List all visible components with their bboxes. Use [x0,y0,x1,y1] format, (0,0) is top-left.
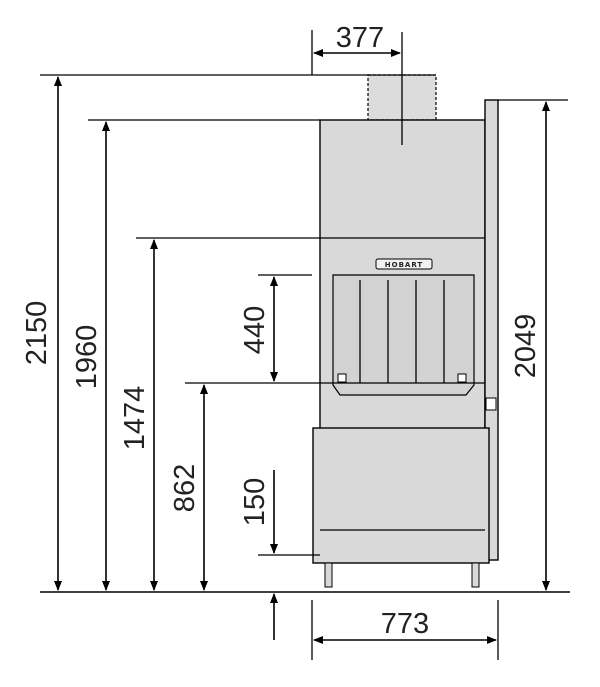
dim-label-side-height: 2049 [510,314,542,379]
rack-bracket-left [337,373,347,383]
dim-label-door-opening: 440 [239,306,271,354]
dim-label-hood-height: 1960 [71,325,103,390]
door-latch [485,397,497,411]
dim-label-base-width: 773 [381,608,429,640]
extension-lines [40,30,568,660]
dim-label-overall-height: 2150 [21,301,53,366]
dim-label-rack-height: 862 [169,464,201,512]
leg-right [471,562,480,588]
door-opening [332,274,475,396]
dim-label-door-top-height: 1474 [119,386,151,451]
dishwasher-machine: HOBART [312,74,499,588]
brand-logo-text: HOBART [385,261,423,269]
dim-label-top-width: 377 [336,22,384,54]
dim-label-leg-height: 150 [239,478,271,526]
base-cabinet [312,427,490,564]
rack-bracket-right [457,373,467,383]
leg-left [324,562,333,588]
brand-badge [375,258,433,270]
